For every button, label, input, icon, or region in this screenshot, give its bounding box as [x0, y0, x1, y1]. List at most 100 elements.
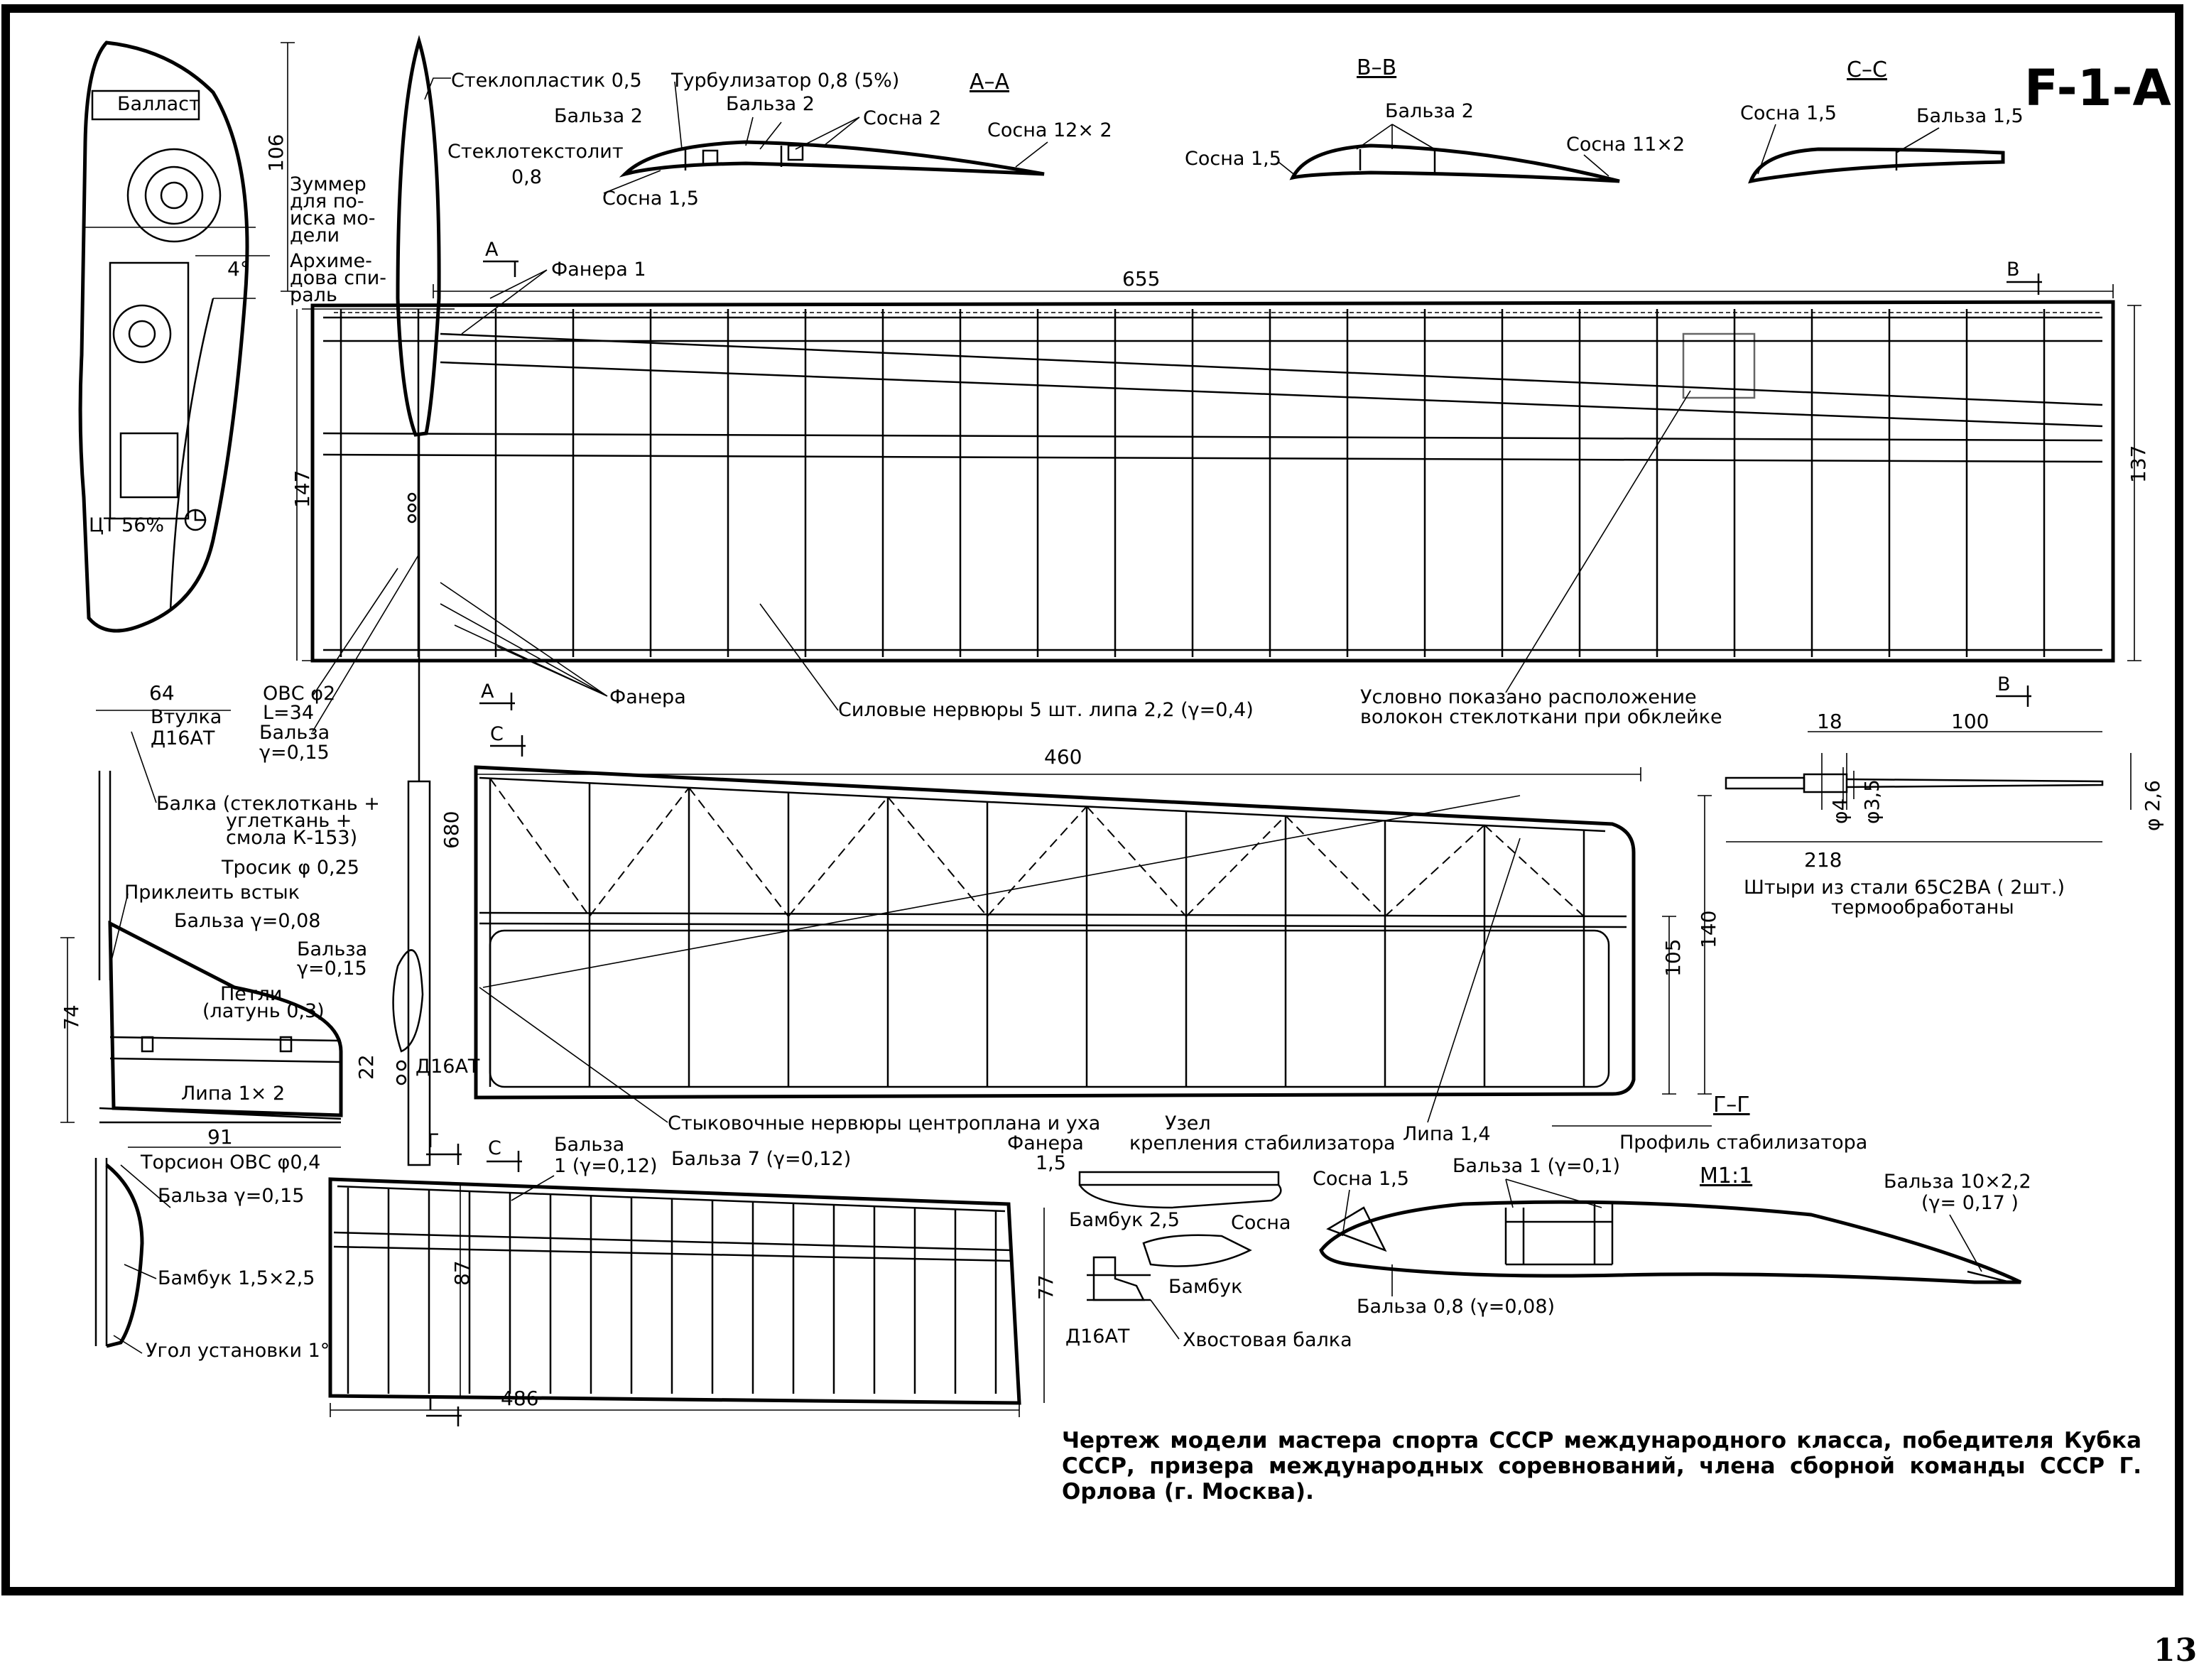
- turbulator-label: Турбулизатор 0,8 (5%): [670, 70, 899, 92]
- svg-text:Зуммер: Зуммер: [290, 173, 366, 195]
- dim-147: 147: [291, 470, 314, 508]
- l34-label: L=34: [263, 702, 314, 724]
- fibers-leader: [1505, 390, 1691, 693]
- svg-text:γ=0,15: γ=0,15: [297, 958, 367, 980]
- aa-leaders: [424, 77, 1048, 194]
- dim-137: 137: [2127, 445, 2150, 483]
- glue-label: Приклеить встык: [124, 882, 300, 904]
- dim-74: 74: [60, 1004, 83, 1030]
- tailboom-label: Хвостовая балка: [1183, 1329, 1352, 1351]
- ballast-label: Балласт: [117, 93, 200, 115]
- pine-label: Сосна: [1231, 1212, 1291, 1234]
- svg-text:смола К-153): смола К-153): [226, 827, 357, 849]
- svg-text:Втулка: Втулка: [151, 706, 222, 728]
- balsa1-012-label: Бальза 1 (γ=0,12): [554, 1134, 658, 1177]
- section-bb-title: В–В: [1357, 55, 1396, 80]
- dim-77: 77: [1034, 1274, 1058, 1300]
- svg-text:Г: Г: [428, 1130, 439, 1152]
- dim-460: 460: [1044, 745, 1082, 769]
- dim-106: 106: [264, 134, 288, 172]
- bb-pine11x2-label: Сосна 11×2: [1566, 134, 1685, 156]
- ribs-leader: [759, 603, 839, 711]
- join-ribs-leader: [479, 987, 668, 1123]
- dim-phi35: φ3,5: [1860, 779, 1884, 824]
- ribs-label: Силовые нервюры 5 шт. липа 2,2 (γ=0,4): [838, 699, 1254, 721]
- dim-91: 91: [207, 1125, 233, 1149]
- textolite-label: Стеклотекстолит 0,8: [447, 141, 624, 188]
- bb-pine15-label: Сосна 1,5: [1185, 148, 1281, 170]
- s-balsa08-label: Бальза 0,8 (γ=0,08): [1357, 1296, 1555, 1318]
- svg-text:раль: раль: [290, 284, 337, 306]
- svg-text:1 (γ=0,12): 1 (γ=0,12): [554, 1155, 658, 1177]
- plywood-label: Фанера: [609, 686, 686, 708]
- cc-leaders: [1757, 124, 1940, 175]
- s-pine15-label: Сосна 1,5: [1313, 1168, 1409, 1190]
- section-mark-g-top: Г: [426, 1130, 462, 1165]
- plywood15-label: Фанера 1,5: [1007, 1132, 1084, 1174]
- svg-text:для по-: для по-: [290, 190, 364, 212]
- tailboom-leader: [1150, 1299, 1180, 1340]
- svg-text:Бальза: Бальза: [554, 1134, 624, 1156]
- section-aa-title: А–А: [970, 70, 1010, 94]
- dim-655: 655: [1122, 267, 1160, 291]
- svg-text:дова спи-: дова спи-: [290, 267, 386, 289]
- dim-218: 218: [1804, 848, 1842, 872]
- linden14-label: Липа 1,4: [1403, 1123, 1491, 1145]
- svg-text:Балка (стеклоткань +: Балка (стеклоткань +: [156, 793, 380, 815]
- cable-label: Тросик φ 0,25: [221, 857, 359, 879]
- page-number: 13: [2154, 1632, 2198, 1669]
- boom-label: Балка (стеклоткань + углеткань + смола К…: [156, 793, 380, 849]
- dim-4deg: 4°: [227, 257, 250, 281]
- pine12x2-label: Сосна 12× 2: [987, 119, 1112, 141]
- svg-text:1,5: 1,5: [1036, 1152, 1066, 1174]
- plywood1-leader: [461, 269, 548, 335]
- s-balsa10-label: Бальза 10×2,2 (γ= 0,17 ): [1884, 1171, 2031, 1214]
- fibers-label: Условно показано расположение волокон ст…: [1360, 686, 1722, 728]
- bb-leaders: [1278, 124, 1609, 177]
- dim-line-486: [330, 1403, 1020, 1417]
- stab-mount-detail: [1078, 1171, 1282, 1301]
- angle-label: Угол установки 1°: [146, 1340, 330, 1362]
- boom-leader: [131, 731, 157, 803]
- svg-text:Архиме-: Архиме-: [290, 250, 372, 272]
- balsa2b-label: Бальза 2: [726, 93, 815, 115]
- spiral-label: Архиме- дова спи- раль: [290, 250, 386, 306]
- dim-140: 140: [1697, 911, 1720, 948]
- svg-text:углеткань +: углеткань +: [226, 810, 352, 832]
- ovc-leaders: [312, 553, 420, 732]
- svg-text:Условно показано расположение: Условно показано расположение: [1360, 686, 1697, 708]
- bamboo25-label: Бамбук 2,5: [1069, 1209, 1180, 1231]
- bamboo-label: Бамбук 1,5×2,5: [158, 1267, 315, 1289]
- m11-title: М1:1: [1700, 1164, 1752, 1188]
- dim-64: 64: [149, 681, 175, 705]
- svg-text:(γ= 0,17 ): (γ= 0,17 ): [1921, 1192, 2019, 1214]
- dim-486: 486: [501, 1387, 538, 1410]
- balsa2a-label: Бальза 2: [554, 105, 643, 127]
- balsa1-leader: [511, 1175, 555, 1201]
- s-balsa1-label: Бальза 1 (γ=0,1): [1453, 1155, 1620, 1177]
- svg-text:крепления стабилизатора: крепления стабилизатора: [1129, 1132, 1396, 1154]
- stab-profile-leaders: [1342, 1178, 1982, 1296]
- section-mark-c-tip: С: [490, 723, 526, 757]
- d16at-label: Д16АТ: [416, 1056, 480, 1078]
- svg-text:С: С: [488, 1137, 501, 1159]
- section-mark-a-top: А: [483, 239, 518, 277]
- stabilizer-plan: [328, 1177, 1021, 1405]
- join-ribs-label: Стыковочные нервюры центроплана и уха: [668, 1112, 1100, 1134]
- fin-rudder: [60, 771, 343, 1348]
- d16at2-label: Д16АТ: [1065, 1326, 1130, 1348]
- dim-phi4: φ4: [1828, 798, 1852, 824]
- airfoil-section-aa: [619, 140, 1045, 178]
- dim-line-140: [1698, 795, 1712, 1095]
- dim-line-460: [475, 767, 1641, 781]
- bb-balsa2-label: Бальза 2: [1385, 100, 1474, 122]
- svg-text:дели: дели: [290, 224, 340, 246]
- svg-text:волокон стеклоткани при обклей: волокон стеклоткани при обклейке: [1360, 706, 1722, 728]
- section-mark-c-stab: С: [487, 1137, 522, 1172]
- pins-detail: [1725, 731, 2132, 842]
- svg-text:Фанера: Фанера: [1007, 1132, 1084, 1154]
- gg-section-title: Г–Г: [1713, 1093, 1750, 1117]
- wing-root-profile: [392, 35, 441, 1166]
- cc-balsa15-label: Бальза 1,5: [1916, 105, 2024, 127]
- fin-leaders: [109, 893, 171, 1354]
